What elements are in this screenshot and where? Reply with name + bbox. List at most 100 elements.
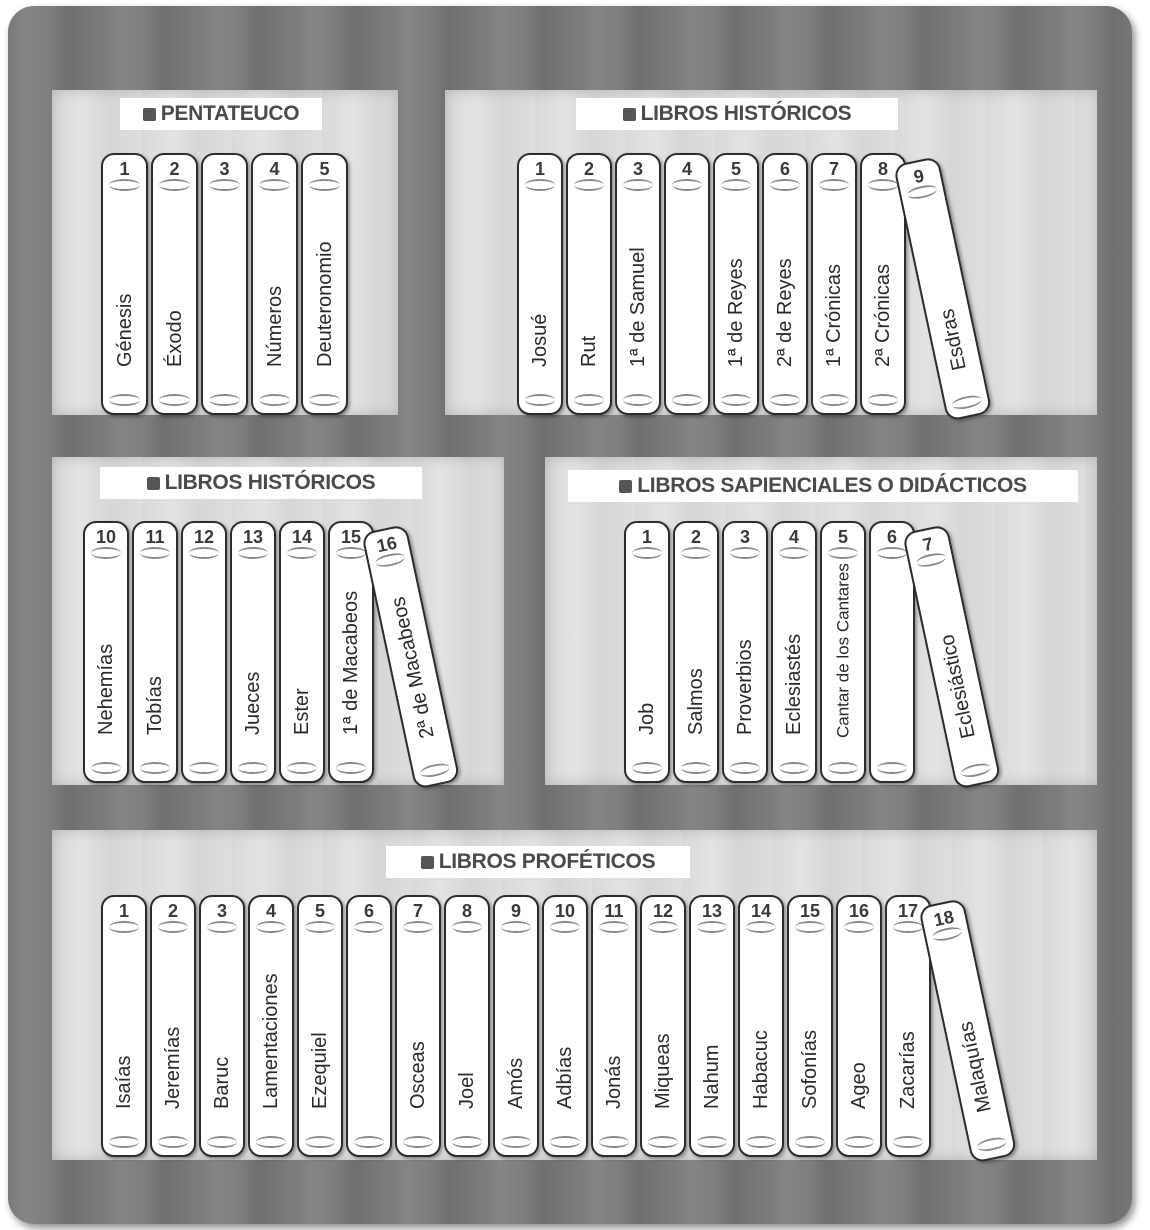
spine-band-bottom [795,1136,825,1148]
book-title: Ezequiel [310,1032,330,1109]
spine-band-top [207,921,237,933]
spine-band-bottom [256,1136,286,1148]
spine-band-bottom [419,761,451,779]
spine-band-top [354,921,384,933]
spine-band-top [109,179,140,191]
book-number: 4 [253,159,296,180]
spine-band-top [599,921,629,933]
spine-band-bottom [501,1136,531,1148]
book-title: Joel [457,1072,477,1109]
spine-band-top [501,921,531,933]
book-title: Rut [579,336,599,367]
spine-band-bottom [599,1136,629,1148]
spine-band-bottom [209,394,240,406]
book-number: 2 [152,901,194,922]
book-number: 1 [519,159,561,180]
spine-band-top [795,921,825,933]
book-title: Salmos [686,668,706,735]
book-title: Josué [530,314,550,367]
book-number: 3 [724,527,766,548]
book-number: 2 [568,159,610,180]
book-title: Zacarías [898,1031,918,1109]
book-title: Sofonías [800,1030,820,1109]
book-number: 4 [250,901,292,922]
spine-band-bottom [159,394,190,406]
section-label-text: LIBROS HISTÓRICOS [641,102,852,126]
book-title: Jonás [604,1056,624,1109]
spine-band-top [158,921,188,933]
spine-band-bottom [746,1136,776,1148]
book-title: Osceas [408,1041,428,1109]
spine-band-bottom [721,394,751,406]
spine-band-bottom [893,1136,923,1148]
section-label-historicos-1: LIBROS HISTÓRICOS [576,98,898,130]
book-number: 5 [303,159,346,180]
spine-band-bottom [976,1135,1008,1153]
book-number: 4 [773,527,815,548]
book-title: Jueces [243,672,263,735]
book-number: 11 [134,527,176,548]
spine-band-top [256,921,286,933]
spine-band-top [828,547,858,559]
spine-band-bottom [844,1136,874,1148]
spine-band-bottom [403,1136,433,1148]
spine-band-bottom [574,394,604,406]
book-title: Proverbios [735,639,755,735]
spine-band-bottom [868,394,898,406]
spine-band-top [452,921,482,933]
book-spine: 11Tobías [132,521,178,783]
book-title: Eclesiastés [784,634,804,735]
book-spine: 14Habacuc [738,895,784,1157]
book-number: 12 [642,901,684,922]
spine-band-top [525,179,555,191]
section-label-profeticos: LIBROS PROFÉTICOS [386,846,690,878]
spine-band-bottom [109,1136,139,1148]
spine-band-top [109,921,139,933]
book-number: 7 [813,159,855,180]
book-title: Miqueas [653,1033,673,1109]
book-number: 12 [183,527,225,548]
book-number: 14 [740,901,782,922]
spine-band-bottom [305,1136,335,1148]
book-title: Éxodo [165,310,185,367]
book-title: Nahum [702,1045,722,1109]
book-number: 14 [281,527,323,548]
spine-band-bottom [877,762,907,774]
book-number: 11 [593,901,635,922]
book-title: Ester [292,688,312,735]
book-number: 3 [201,901,243,922]
book-title: 1ª de Macabeos [341,591,361,735]
book-title: 1ª de Samuel [628,247,648,367]
spine-band-bottom [623,394,653,406]
book-title: 2ª de Reyes [775,258,795,367]
book-spine: 8Joel [444,895,490,1157]
book-number: 8 [446,901,488,922]
label-square-icon [623,108,636,121]
spine-band-bottom [828,762,858,774]
label-square-icon [619,480,632,493]
spine-band-bottom [779,762,809,774]
spine-band-top [746,921,776,933]
book-number: 2 [675,527,717,548]
spine-band-top [844,921,874,933]
spine-band-bottom [189,762,219,774]
book-number: 13 [232,527,274,548]
spine-band-top [336,547,366,559]
book-spine: 6 [346,895,392,1157]
book-title: Job [637,703,657,735]
